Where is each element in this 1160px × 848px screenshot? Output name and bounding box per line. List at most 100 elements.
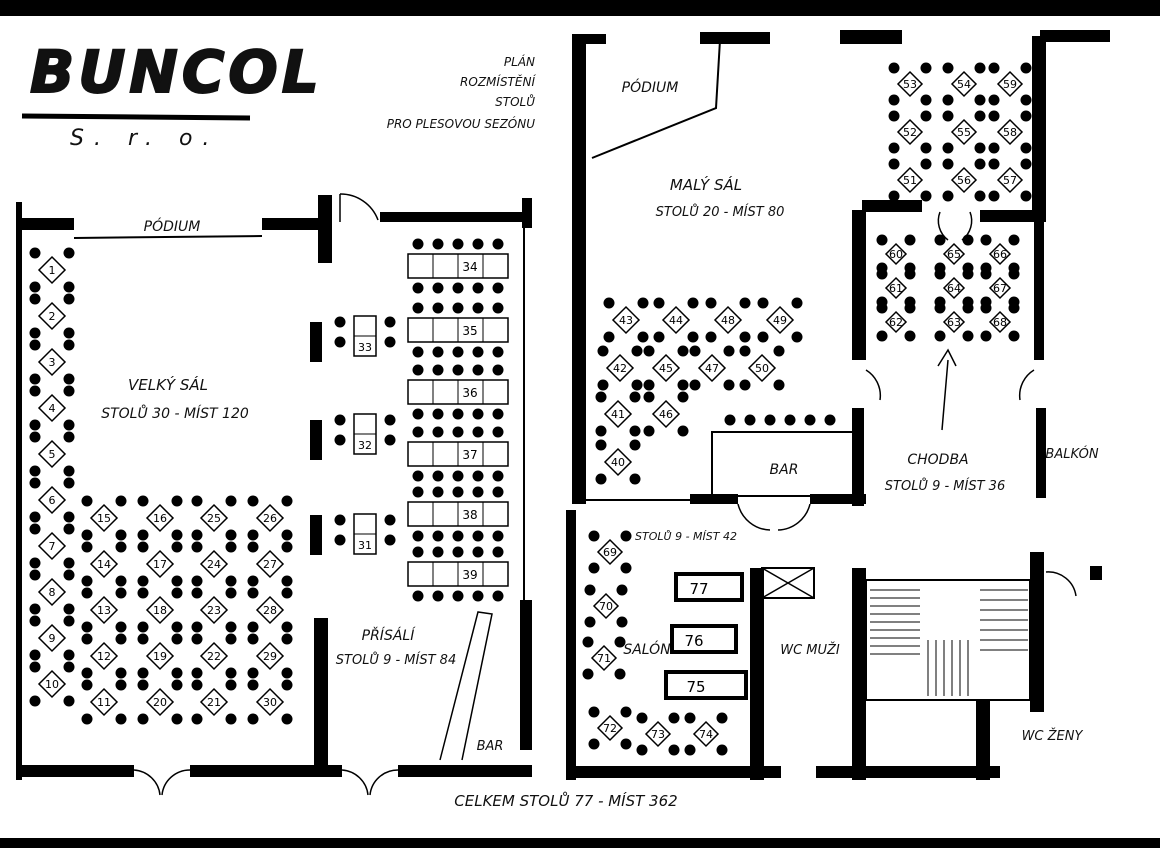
chair — [247, 713, 259, 725]
chair — [980, 234, 992, 246]
table-52: 52 — [888, 110, 932, 154]
chair — [432, 486, 444, 498]
table-45: 45 — [643, 345, 689, 391]
chair — [281, 529, 293, 541]
chair — [81, 713, 93, 725]
chair — [137, 541, 149, 553]
table-number: 4 — [49, 402, 56, 415]
table-number: 61 — [889, 282, 903, 295]
wall — [1040, 30, 1110, 42]
table-shape — [950, 70, 978, 98]
table-76: 76 — [670, 624, 738, 654]
chair — [629, 473, 641, 485]
table-number: 45 — [659, 362, 673, 375]
table-shape — [988, 276, 1012, 300]
chair — [974, 62, 986, 74]
table-number: 1 — [49, 264, 56, 277]
table-number: 57 — [1003, 174, 1017, 187]
chair — [171, 495, 183, 507]
chair — [472, 486, 484, 498]
chair — [716, 712, 728, 724]
chair — [225, 529, 237, 541]
chair — [412, 346, 424, 358]
table-shape — [896, 118, 924, 146]
chair — [942, 110, 954, 122]
table-61: 61 — [876, 268, 916, 308]
chair — [81, 667, 93, 679]
chair — [472, 546, 484, 558]
table-number: 46 — [659, 408, 673, 421]
table-29: 29 — [247, 633, 293, 679]
chair — [29, 419, 41, 431]
chair — [1020, 142, 1032, 154]
chair — [1008, 330, 1020, 342]
table-number: 56 — [957, 174, 971, 187]
chair — [962, 302, 974, 314]
table-number: 20 — [153, 696, 167, 709]
table-number: 27 — [263, 558, 277, 571]
table-53: 53 — [888, 62, 932, 106]
table-number: 9 — [49, 632, 56, 645]
table-shape — [603, 447, 633, 477]
table-number: 36 — [462, 386, 477, 400]
door-swing — [1045, 571, 1077, 597]
table-number: 12 — [97, 650, 111, 663]
table-number: 3 — [49, 356, 56, 369]
table-47: 47 — [689, 345, 735, 391]
table-30: 30 — [247, 679, 293, 725]
table-shape — [596, 538, 624, 566]
table-shape — [988, 310, 1012, 334]
chair — [595, 391, 607, 403]
chair — [492, 302, 504, 314]
table-6: 6 — [29, 477, 75, 523]
staircase-steps — [870, 589, 1028, 696]
room-labels: PÓDIUM PÓDIUM VELKÝ SÁL STOLŮ 30 - MÍST … — [101, 78, 1099, 810]
table-shape — [37, 301, 67, 331]
chair — [888, 94, 900, 106]
wall — [1034, 220, 1044, 360]
chair — [677, 345, 689, 357]
table-60: 60 — [876, 234, 916, 274]
chair — [281, 495, 293, 507]
table-number: 19 — [153, 650, 167, 663]
chair — [191, 621, 203, 633]
top-border — [0, 0, 1160, 16]
chair — [764, 414, 776, 426]
chair — [63, 431, 75, 443]
table-73: 73 — [636, 712, 680, 756]
table-15: 15 — [81, 495, 127, 541]
chair — [616, 584, 628, 596]
chair — [137, 587, 149, 599]
tables-layer: 1234567891015141312111617181920252423222… — [29, 62, 1032, 756]
table-number: 66 — [993, 248, 1007, 261]
chair — [492, 426, 504, 438]
table-number: 6 — [49, 494, 56, 507]
chair — [942, 62, 954, 74]
chair — [472, 530, 484, 542]
chair — [1020, 62, 1032, 74]
chair — [29, 373, 41, 385]
chair — [452, 530, 464, 542]
table-22: 22 — [191, 633, 237, 679]
wall — [572, 34, 586, 504]
chair — [334, 434, 346, 446]
chair — [432, 426, 444, 438]
chair — [620, 738, 632, 750]
chair — [791, 297, 803, 309]
table-shape — [996, 70, 1024, 98]
chair — [81, 633, 93, 645]
chair — [432, 346, 444, 358]
chair — [191, 529, 203, 541]
wall — [816, 766, 1000, 778]
table-number: 63 — [947, 316, 961, 329]
table-shape — [942, 276, 966, 300]
table-57: 57 — [988, 158, 1032, 202]
chair — [334, 336, 346, 348]
chair — [29, 281, 41, 293]
chair — [582, 636, 594, 648]
chair — [412, 238, 424, 250]
table-shape — [896, 166, 924, 194]
chair — [677, 379, 689, 391]
table-shape — [697, 353, 727, 383]
chair — [63, 511, 75, 523]
